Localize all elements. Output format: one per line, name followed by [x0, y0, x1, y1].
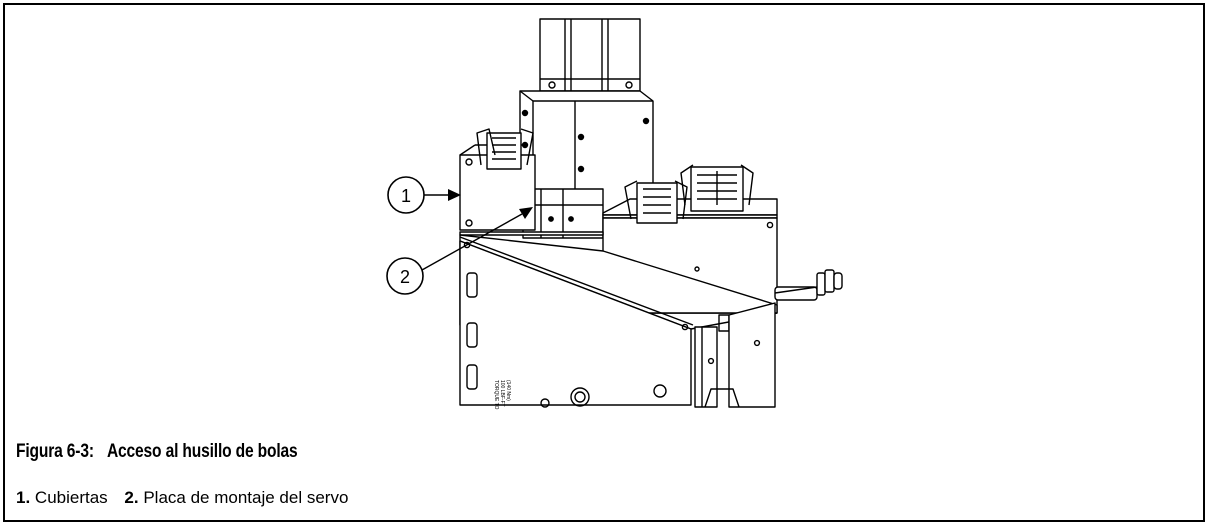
torque-label-line-3: (140 Nm): [505, 380, 511, 401]
legend-text-1: Cubiertas: [34, 488, 108, 507]
callout-1-arrow: [448, 189, 461, 201]
torque-label: TORQUE TO 100 LBF-FT (140 Nm): [493, 380, 511, 410]
torque-label-line-2: 100 LBF-FT: [499, 380, 505, 407]
callout-2: 2: [386, 207, 533, 295]
callout-2-label: 2: [400, 267, 410, 287]
legend-number-1: 1.: [16, 488, 31, 507]
connector-left: [476, 128, 534, 170]
legend-number-2: 2.: [124, 488, 139, 507]
figure-legend: 1. Cubiertas 2. Placa de montaje del ser…: [16, 488, 348, 508]
figure-number: Figura 6-3:: [16, 441, 94, 462]
callout-1: 1: [387, 176, 461, 214]
callout-2-arrow: [519, 207, 533, 219]
legend-text-2: Placa de montaje del servo: [143, 488, 349, 507]
ball-screw-access-illustration: TORQUE TO 100 LBF-FT (140 Nm) 1 2: [386, 18, 843, 410]
connector-right-b: [680, 164, 754, 212]
figure-title: Acceso al husillo de bolas: [106, 441, 298, 462]
connector-right-a: [624, 180, 688, 224]
actuator-column: [539, 18, 641, 92]
figure-caption: Figura 6-3: Acceso al husillo de bolas: [16, 441, 298, 463]
side-fitting: [774, 269, 843, 301]
callout-1-label: 1: [401, 186, 411, 206]
figure-frame: TORQUE TO 100 LBF-FT (140 Nm) 1 2 Figura…: [3, 3, 1205, 522]
lower-body: [459, 231, 778, 408]
torque-label-line-1: TORQUE TO: [493, 380, 499, 410]
